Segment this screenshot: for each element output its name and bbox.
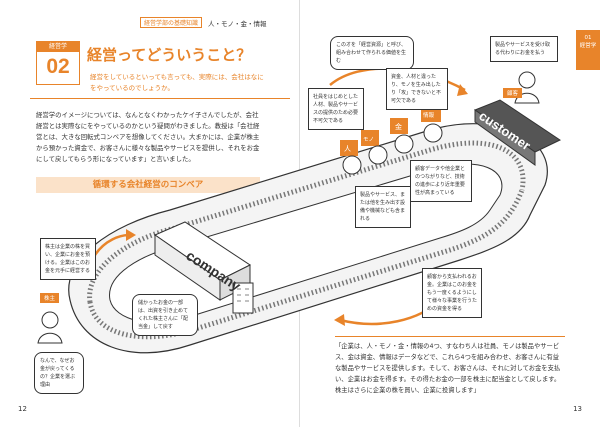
- header-tag: 経営学部の基礎知識: [140, 17, 203, 28]
- running-header: 経営学部の基礎知識 人・モノ・金・情報: [140, 17, 267, 28]
- callout-question: なんで、なぜお金が戻ってくるの？企業を選ぶ理由: [34, 352, 84, 394]
- callout-customer-pay: 製品やサービスを受け取る代わりにお金を払う: [490, 36, 558, 62]
- belt-track-top: [87, 140, 526, 303]
- callout-capital: 資金、人材と違ったり、モノを生み出したり「攻」できないと不可欠である: [386, 68, 448, 110]
- page-title: 経営ってどういうこと？: [87, 46, 252, 64]
- callout-return: 儲かったお金の一部は、出資を引き止めてくれた株主さんに「配当金」して戻す: [132, 294, 198, 336]
- section-number: 02: [46, 55, 70, 78]
- callout-management-resources: このオを「経営資源」と呼び、組み合わせて作られる価値を生む: [330, 36, 414, 70]
- side-tab-label: 経営学: [579, 43, 597, 49]
- section-label: 経営学: [37, 42, 79, 52]
- callout-employees: 社員をはじめとした人材、製品やサービスの提供のため必要不可欠である: [308, 88, 364, 130]
- header-text: 人・モノ・金・情報: [208, 19, 267, 28]
- body-text: 経営学のイメージについては、なんとなくわかったケイ子さんでしたが、会社経営とは実…: [36, 111, 260, 163]
- shareholder-figure: [37, 311, 63, 344]
- resource-money: 金: [395, 122, 402, 131]
- side-tab: 01 経営学: [576, 30, 600, 70]
- callout-reinvest: 顧客から支払われるお金。企業はこのお金をもう一度くるようにして様々な事業を行うた…: [422, 268, 482, 318]
- section-number-box: 経営学 02: [36, 41, 80, 85]
- belt-track-bottom: [87, 189, 525, 340]
- company-building: company: [153, 221, 254, 314]
- resource-info: 情報: [423, 111, 435, 119]
- resource-person: 人: [344, 145, 351, 153]
- section-heading: 循環する会社経営のコンベア: [36, 177, 260, 193]
- resource-goods: モノ: [363, 136, 374, 143]
- resource-boxes: 人 モノ 金 情報: [340, 106, 443, 175]
- side-tab-number: 01: [584, 35, 592, 41]
- customer-role-label: 顧客: [503, 88, 523, 98]
- page-subtitle: 経営をしているといっても言っても、実際には、会社はなにをやっているのでしょうか。: [90, 73, 264, 92]
- page-number-right: 13: [573, 405, 582, 413]
- callout-products: 製品やサービス、または他を生み出す設備や機械なども含まれる: [355, 186, 411, 228]
- callout-info: 顧客データや他企業とのつながりなど、技術の進歩により近年重要性が高まっている: [410, 160, 472, 202]
- title-divider: [30, 98, 290, 99]
- page-number-left: 12: [18, 405, 27, 413]
- shareholder-role-label: 株主: [40, 293, 60, 303]
- callout-shareholder: 株主は企業の株を買い、企業にお金を預ける。企業はこのお金を元手に経営する: [40, 238, 96, 280]
- summary-paragraph: 「企業は、人・モノ・金・情報の4つ、すなわち人は社員、モノは製品やサービス、金は…: [335, 336, 565, 396]
